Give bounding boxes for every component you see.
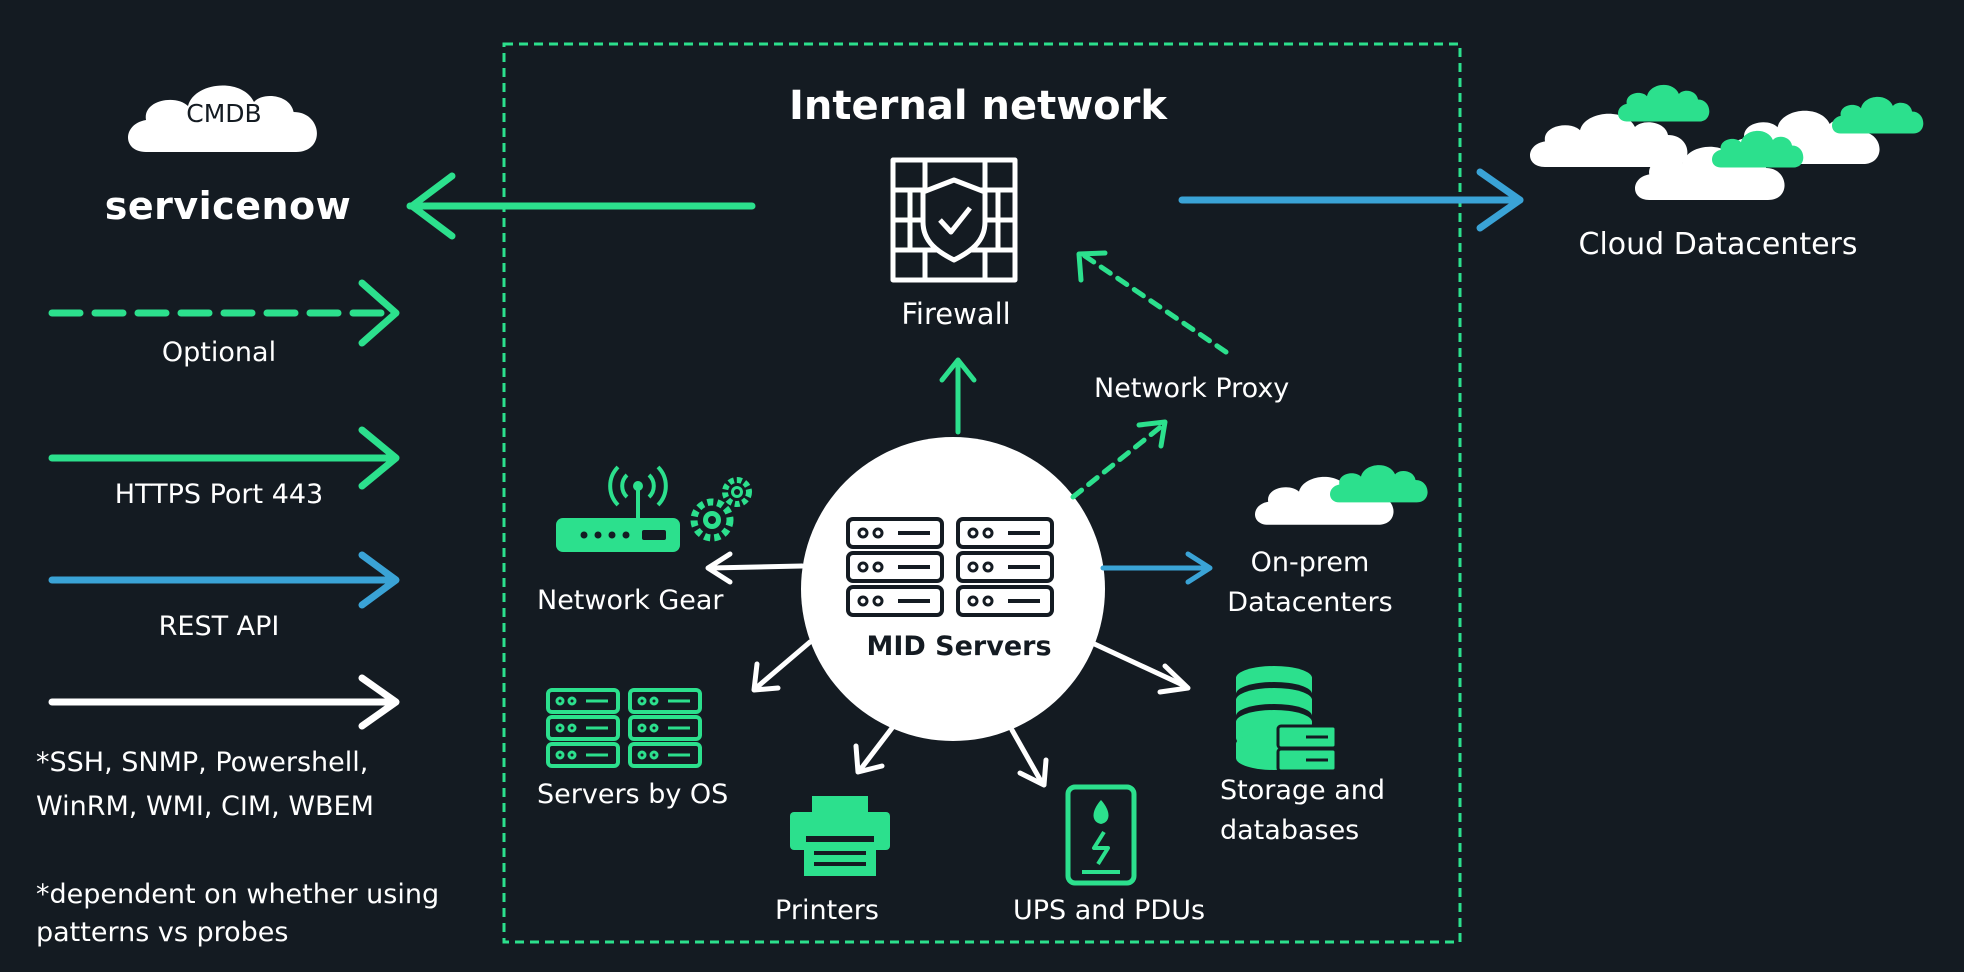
onprem-label-line1: On-prem (1250, 547, 1370, 578)
onprem-label-line2: Datacenters (1227, 587, 1393, 618)
storage-label-line1: Storage and (1220, 775, 1386, 806)
footnote-line2: patterns vs probes (36, 917, 289, 948)
router-icon (556, 465, 680, 552)
legend-optional-arrow (48, 279, 400, 347)
network-gear-label: Network Gear (537, 585, 724, 616)
arrow-mid-to-firewall (939, 357, 977, 435)
cloud-icon (1255, 465, 1428, 525)
database-icon (1236, 666, 1338, 773)
arrow-mid-to-onprem (1100, 551, 1213, 585)
network-proxy-label: Network Proxy (1094, 373, 1290, 404)
storage-label-line2: databases (1220, 815, 1360, 846)
servicenow-logo: servicenow (104, 184, 352, 228)
legend-rest-arrow (48, 551, 400, 609)
server-rack-icon (546, 688, 702, 768)
arrow-mid-to-network-gear (705, 551, 805, 585)
firewall-icon (890, 157, 1018, 283)
legend-rest-label: REST API (158, 611, 280, 642)
legend-optional-label: Optional (161, 337, 277, 368)
printers-label: Printers (775, 895, 879, 926)
arrow-proxy-to-firewall (1076, 250, 1229, 355)
internal-network-boundary (502, 42, 1462, 944)
footnote-line1: *dependent on whether using (36, 879, 440, 910)
cloud-icon (1530, 84, 1924, 200)
cmdb-label: CMDB (186, 99, 262, 128)
arrow-mid-to-proxy (1070, 419, 1168, 500)
servers-by-os-label: Servers by OS (537, 779, 729, 810)
cloud-datacenters-label: Cloud Datacenters (1578, 227, 1858, 262)
printer-icon (790, 796, 890, 876)
legend-protocols-line2: WinRM, WMI, CIM, WBEM (36, 791, 374, 822)
arrow-to-cloud (1178, 168, 1524, 232)
arrow-mid-to-ups (1009, 727, 1049, 788)
mid-servers-label: MID Servers (866, 631, 1052, 662)
legend-https-label: HTTPS Port 443 (114, 479, 324, 510)
ups-icon (1065, 784, 1137, 886)
mid-server-hub (801, 437, 1105, 741)
legend-protocols-line1: *SSH, SNMP, Powershell, (36, 747, 369, 778)
ups-pdus-label: UPS and PDUs (1012, 895, 1206, 926)
arrow-mid-to-servers (751, 639, 813, 693)
arrow-mid-to-storage (1085, 638, 1191, 695)
legend-protocol-arrow (48, 674, 400, 730)
arrow-mid-to-printers (853, 725, 895, 775)
legend-https-arrow (48, 426, 400, 490)
gears-icon (690, 477, 752, 542)
firewall-label: Firewall (901, 297, 1011, 331)
internal-network-title: Internal network (789, 83, 1167, 129)
arrow-to-servicenow (406, 172, 756, 240)
